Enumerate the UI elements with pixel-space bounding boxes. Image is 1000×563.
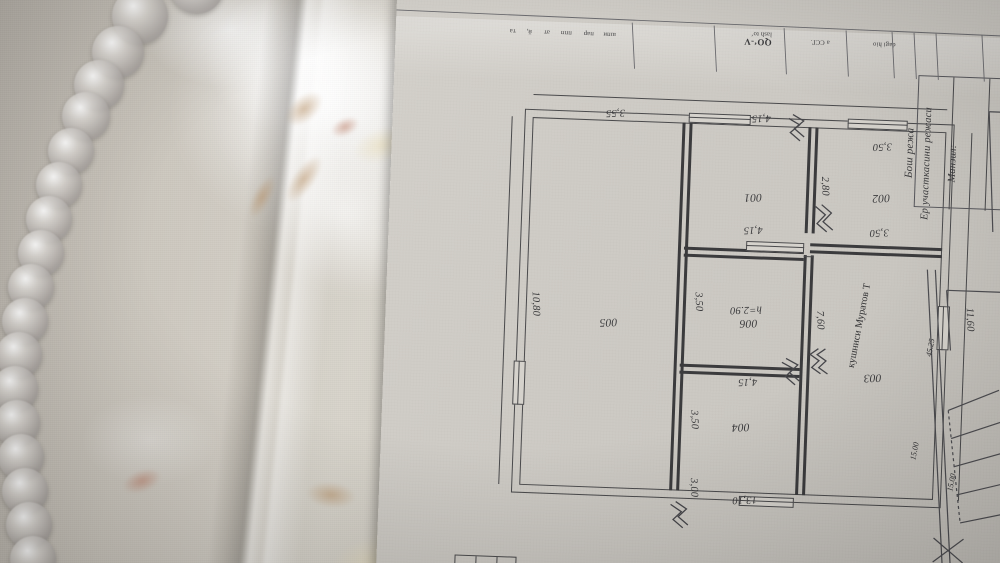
site-boundary-lines xyxy=(926,111,1000,563)
bottom-mini-table xyxy=(453,554,517,563)
paper-sheet: 003 004 005 006 h=2.90 002 001 3,50 7,60… xyxy=(374,0,1000,563)
door-symbols xyxy=(670,114,834,529)
floor-plan-drawing: 003 004 005 006 h=2.90 002 001 3,50 7,60… xyxy=(375,0,1000,563)
sheet-header-strip: QO‘‑V lash to‘ a ССГ. dagi hio шпи пар п… xyxy=(395,0,1000,83)
